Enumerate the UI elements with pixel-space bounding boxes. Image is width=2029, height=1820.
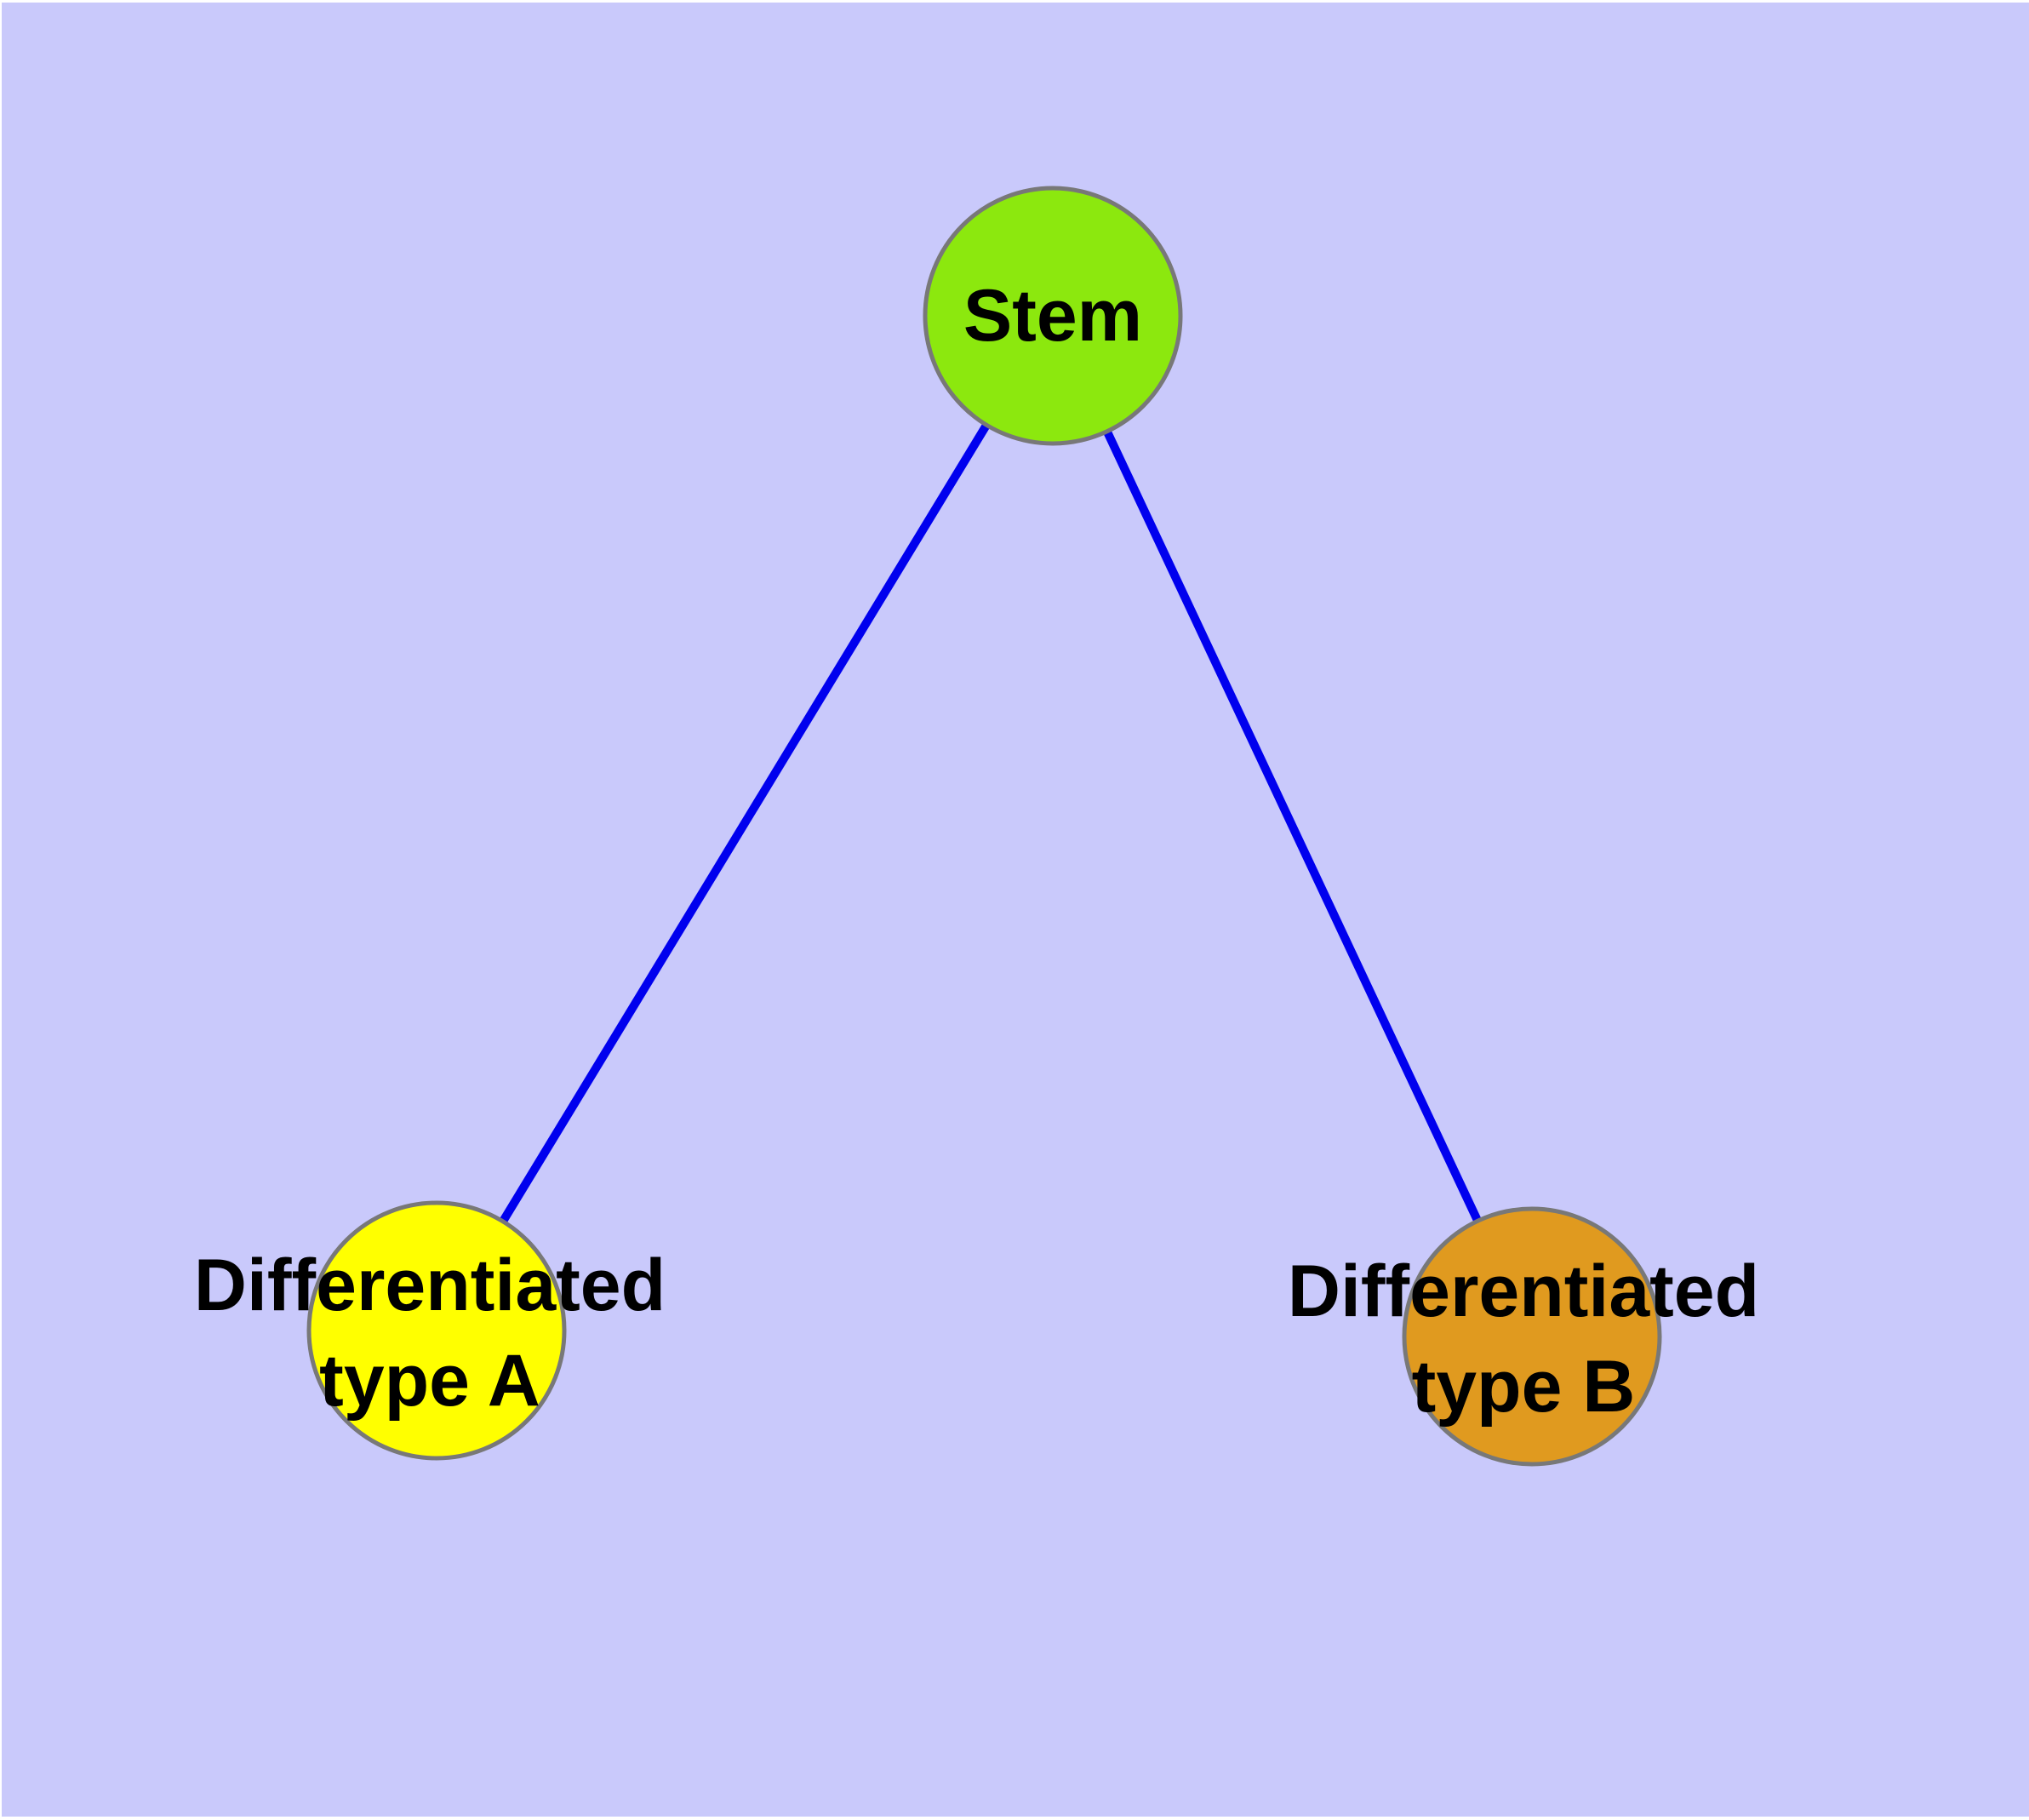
node-type-a-label-line2: type A <box>319 1340 540 1422</box>
node-stem[interactable] <box>923 186 1183 446</box>
node-type-a-label: Differentiated type A <box>194 1238 666 1428</box>
node-stem-label: Stem <box>963 275 1143 357</box>
node-type-b-label-line1: Differentiated <box>1287 1251 1760 1332</box>
node-type-b-label-line2: type B <box>1411 1346 1636 1428</box>
edge-stem-to-type-a <box>432 313 1057 1333</box>
node-differentiated-type-a[interactable] <box>306 1200 567 1461</box>
node-differentiated-type-b[interactable] <box>1402 1206 1662 1467</box>
node-type-a-label-line1: Differentiated <box>193 1245 666 1326</box>
node-type-b-label: Differentiated type B <box>1288 1244 1759 1434</box>
edge-stem-to-type-b <box>1049 313 1536 1339</box>
